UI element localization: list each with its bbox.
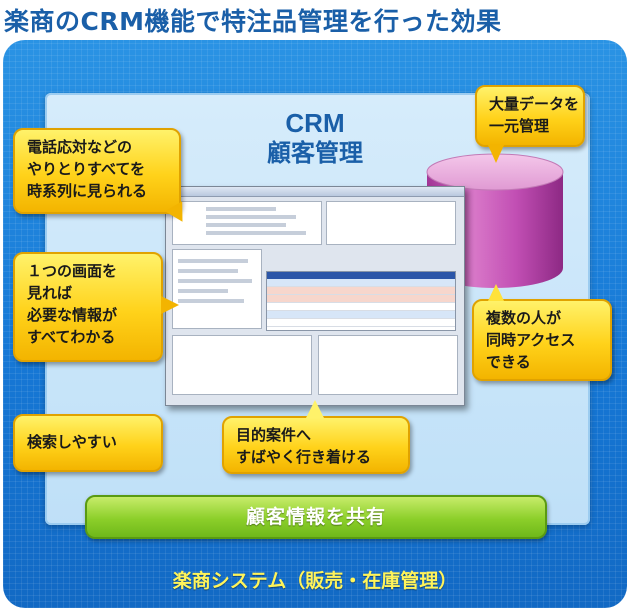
crm-screenshot [165,186,465,406]
crm-screenshot-table [266,271,456,331]
crm-heading-line1: CRM [285,108,345,138]
callout-quick-reach: 目的案件へ すばやく行き着ける [222,416,410,474]
callout-multi-access-pointer [488,284,504,301]
callout-multi-access: 複数の人が 同時アクセス できる [472,299,612,381]
crm-screenshot-info-pane [326,201,456,245]
callout-quick-reach-pointer [306,400,324,418]
callout-search: 検索しやすい [13,414,163,472]
callout-history: 電話応対などの やりとりすべてを 時系列に見られる [13,128,181,214]
crm-screenshot-titlebar [166,187,464,197]
system-label: 楽商システム（販売・在庫管理） [172,570,458,592]
callout-one-screen-pointer [161,296,179,314]
page-title: 楽商のCRM機能で特注品管理を行った効果 [4,7,502,36]
crm-heading: CRM 顧客管理 [250,108,380,168]
callout-big-data: 大量データを 一元管理 [475,85,585,147]
crm-screenshot-notes-right [318,335,458,395]
callout-big-data-pointer [488,145,504,163]
crm-screenshot-notes-left [172,335,312,395]
crm-heading-line2: 顧客管理 [267,139,363,167]
share-customer-info-bar: 顧客情報を共有 [85,495,547,539]
callout-one-screen: １つの画面を 見れば 必要な情報が すべてわかる [13,252,163,362]
